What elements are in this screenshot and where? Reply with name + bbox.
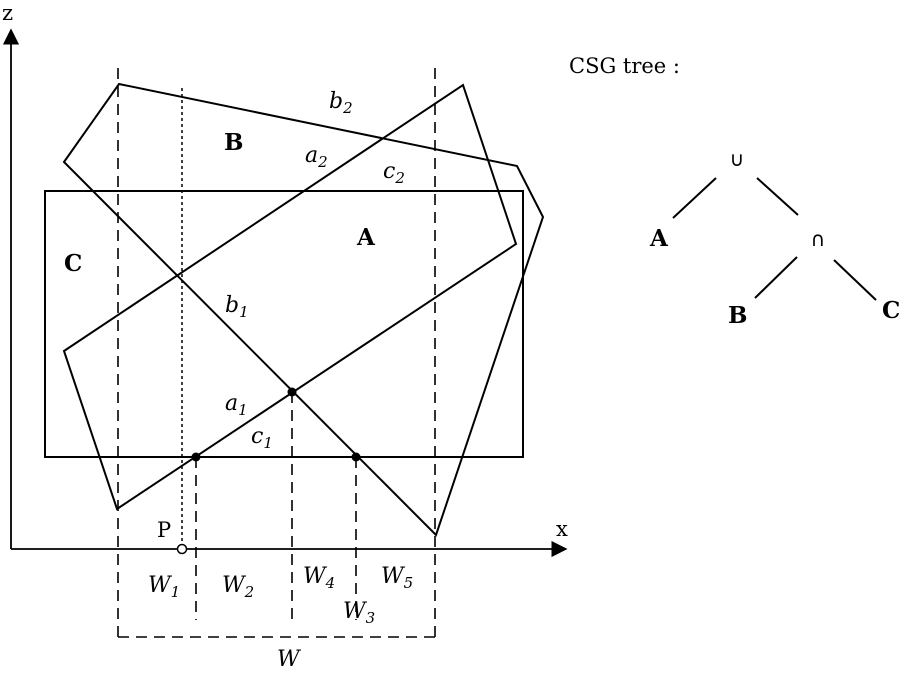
shape-b-label: B	[224, 129, 243, 156]
x-axis-label: x	[556, 517, 568, 541]
shape-a-label: A	[356, 224, 376, 251]
edge-c2-label: c2	[383, 159, 405, 187]
interval-w4-label: W4	[303, 564, 335, 592]
edge-a2-label: a2	[305, 143, 328, 171]
csg-edge-inner-left	[754, 256, 798, 299]
intersection-point-b1-c1	[351, 452, 361, 462]
edge-a1-label: a1	[225, 391, 248, 419]
edge-b1-label: b1	[225, 293, 249, 321]
csg-tree-title: CSG tree :	[569, 54, 680, 78]
csg-edge-inner-right	[833, 259, 877, 301]
csg-root-union-operator: ∪	[730, 147, 745, 171]
interval-w-label: W	[277, 647, 302, 672]
interval-w2-label: W2	[222, 573, 254, 601]
csg-leaf-c: C	[882, 297, 900, 324]
shape-c-rectangle	[44, 190, 524, 458]
z-axis-label: z	[2, 1, 13, 25]
point-p-marker	[176, 543, 188, 555]
shape-c-label: C	[64, 250, 82, 277]
intersection-point-a1-b1	[287, 387, 297, 397]
csg-leaf-b: B	[728, 302, 747, 329]
csg-edge-root-right	[756, 177, 799, 216]
intersection-point-a1-c1	[191, 452, 201, 462]
interval-w1-label: W1	[148, 573, 180, 601]
shape-a-polygon	[62, 83, 518, 511]
csg-edge-root-left	[672, 177, 717, 219]
csg-leaf-a: A	[649, 225, 669, 252]
csg-inner-intersection-operator: ∩	[811, 227, 826, 251]
edge-b2-label: b2	[329, 89, 353, 117]
interval-w5-label: W5	[381, 564, 413, 592]
shape-b-polygon	[62, 82, 545, 537]
point-p-label: P	[157, 518, 171, 542]
interval-w3-label: W3	[343, 599, 375, 627]
edge-c1-label: c1	[251, 424, 273, 452]
